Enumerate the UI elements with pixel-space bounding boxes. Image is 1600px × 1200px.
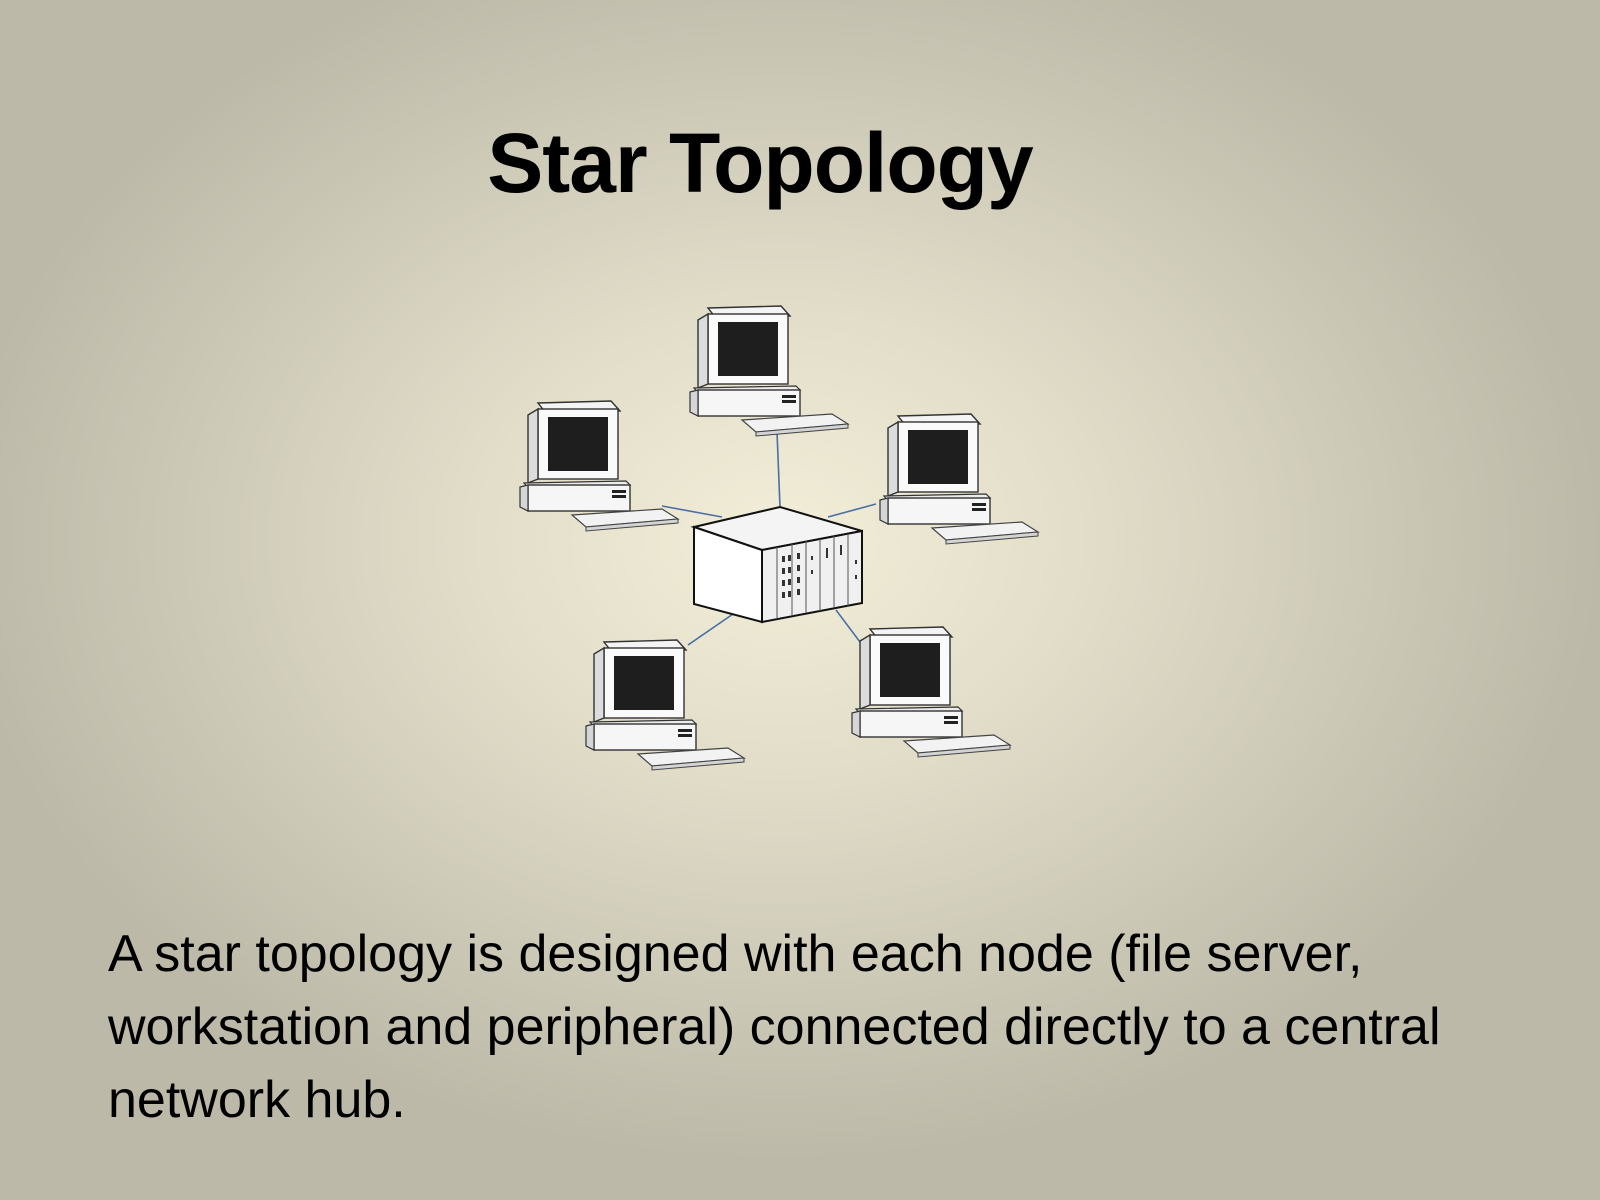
link-top	[776, 431, 781, 508]
computer-upper-right-icon	[879, 413, 1039, 545]
links	[661, 431, 877, 651]
link-upper-left	[661, 505, 723, 518]
slide-title: Star Topology	[487, 116, 1033, 210]
link-upper-right	[827, 503, 877, 518]
computer-lower-left-icon	[585, 639, 745, 771]
link-lower-left	[687, 613, 734, 646]
network-hub-icon	[690, 505, 863, 624]
computer-lower-right-icon	[851, 626, 1011, 758]
computer-top-icon	[689, 305, 849, 437]
slide-body-text: A star topology is designed with each no…	[108, 925, 1441, 1129]
computer-upper-left-icon	[519, 400, 679, 532]
